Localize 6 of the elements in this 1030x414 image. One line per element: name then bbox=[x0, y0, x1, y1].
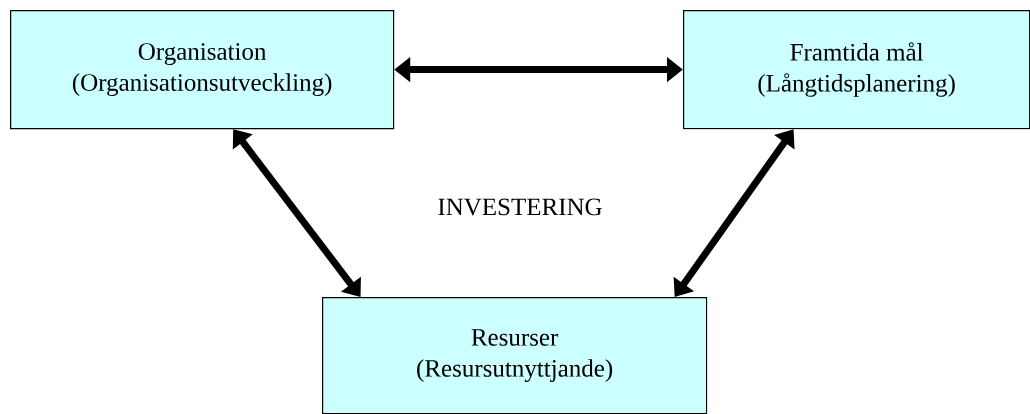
center-label: INVESTERING bbox=[438, 198, 602, 216]
double-arrow bbox=[232, 129, 361, 297]
process-box: Organisation (Organisationsutveckling) bbox=[10, 10, 395, 130]
double-arrow bbox=[673, 129, 795, 297]
process-box: Framtida mål (Långtidsplanering) bbox=[683, 10, 1030, 130]
process-box: Resurser (Resursutnyttjande) bbox=[322, 297, 708, 414]
